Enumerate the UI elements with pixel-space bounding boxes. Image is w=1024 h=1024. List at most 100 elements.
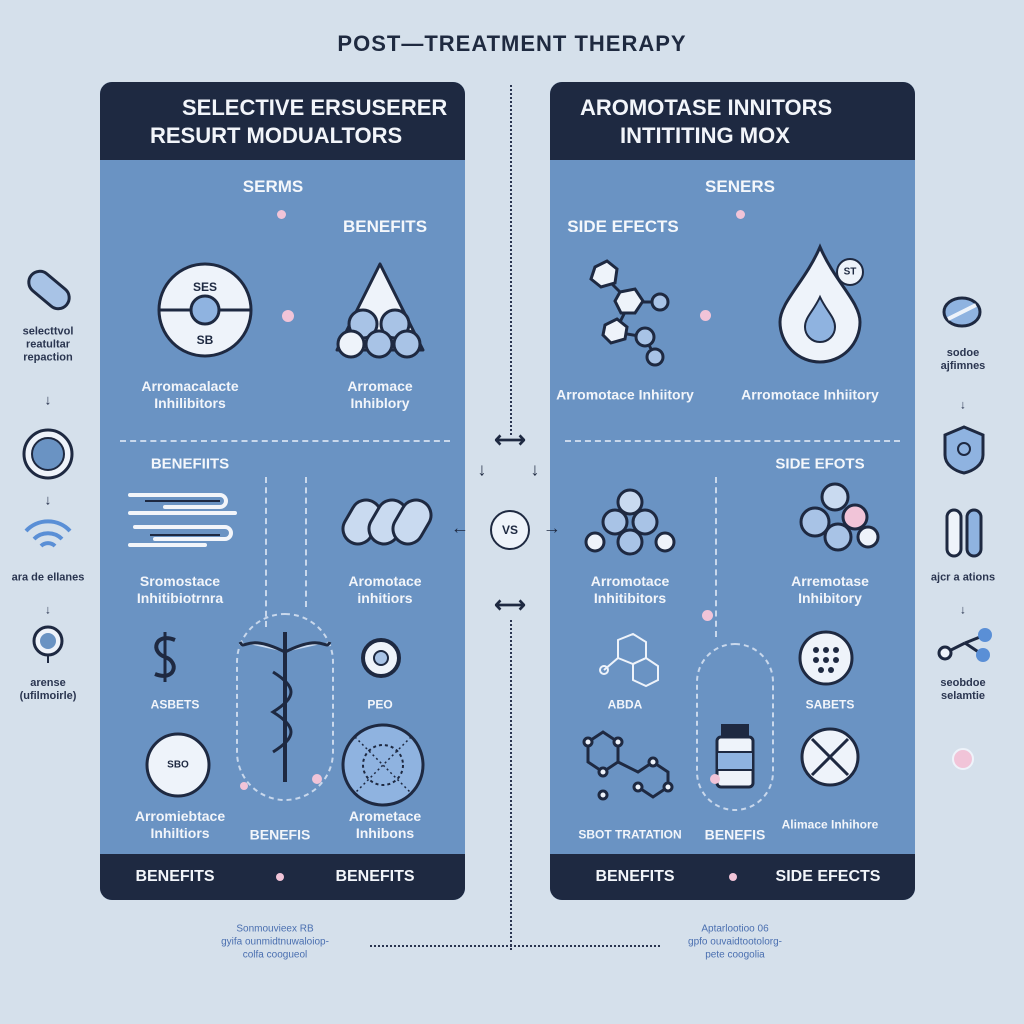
label: BENEFIS: [249, 826, 311, 843]
section-benefits-mid: BENEFIITS: [150, 455, 230, 473]
label: SBOT TRATATION: [578, 827, 682, 842]
decor-dot: [952, 748, 974, 770]
note-line: gyifa ounmidtnuwaloiop-: [221, 936, 329, 948]
label: ASBETS: [150, 697, 200, 712]
side-label: seobdoe selamtie: [940, 677, 986, 702]
note-line: pete coogolia: [705, 949, 765, 961]
header-line-1: AROMOTASE INNITORS: [580, 95, 833, 120]
footer-label-2: SIDE EFECTS: [775, 868, 881, 885]
note-line: colfa coogueol: [242, 949, 308, 961]
aromatase-panel: AROMOTASE INNITORS INTITITING MOX BENEFI…: [550, 82, 915, 900]
pills-icon: [341, 498, 433, 546]
arrow-down-icon: ↓: [530, 459, 540, 480]
label: Arromotace Inhiitory: [741, 386, 879, 403]
section-side-effects: SIDE EFECTS: [567, 217, 679, 236]
decor-dot: [282, 310, 294, 322]
shield-icon: [943, 425, 985, 475]
disc-text-top: SES: [192, 280, 218, 294]
bottom-note-left: Sonmouvieex RB gyifa ounmidtnuwaloiop- c…: [221, 923, 329, 962]
label: Arromace Inhiblory: [347, 378, 413, 411]
note-line: Sonmouvieex RB: [236, 923, 314, 935]
caduceus-frame: [236, 613, 334, 801]
section-side-effects-mid: SIDE EFOTS: [775, 455, 865, 473]
panel-footer: BENEFITS SIDE EFECTS: [550, 854, 915, 900]
label: Sromostace Inhitibiotrnra: [136, 573, 224, 606]
label: Arromotace Inhitibitors: [590, 573, 670, 606]
hex-molecule-icon: [599, 632, 659, 688]
side-label: arense (ufilmoirle): [19, 677, 77, 702]
label: ABDA: [607, 697, 643, 712]
dollar-snake-icon: [154, 632, 176, 682]
capsule-icon: [27, 269, 71, 311]
drop-pills-icon: [335, 262, 425, 359]
section-benefits: BENEFITS: [342, 217, 428, 236]
serms-panel: SELECTIVE ERSUSERER RESURT MODUALTORS BE…: [100, 82, 465, 900]
arrow-left-icon: ←: [451, 517, 469, 538]
drop-badge-text: ST: [843, 266, 857, 278]
bottom-connector: [370, 945, 660, 947]
center-divider-lower: [510, 620, 512, 950]
note-line: Aptarlootioo 06: [701, 923, 769, 935]
decor-dot: [277, 210, 286, 219]
arrow-down-icon: ↓: [44, 491, 52, 508]
double-arrow-icon: ⟷: [494, 592, 526, 617]
section-divider: [565, 440, 900, 442]
bottom-note-right: Aptarlootioo 06 gpfo ouvaidtootolorg- pe…: [688, 923, 782, 962]
header-line-1: SELECTIVE ERSUSERER: [182, 95, 448, 120]
section-serms: SERMS: [242, 177, 304, 196]
center-divider: [510, 85, 512, 435]
ring-icon: [32, 625, 64, 663]
cluster-pink-icon: [799, 482, 880, 552]
dotted-disc-icon: [798, 630, 854, 686]
label: SABETS: [805, 697, 855, 712]
label: Arromacalacte Inhilibitors: [141, 378, 239, 411]
lines-icon: [128, 493, 237, 547]
arrow-down-icon: ↓: [960, 602, 966, 617]
ring-pill-icon: [361, 638, 401, 678]
section-seners: SENERS: [705, 177, 775, 196]
note-line: gpfo ouvaidtootolorg-: [688, 936, 782, 948]
label: Aromotace inhitiors: [348, 573, 422, 606]
vs-badge: VS: [490, 510, 530, 550]
label: Alimace Inhihore: [781, 817, 879, 832]
label: Arromotace Inhiitory: [556, 386, 694, 403]
wifi-icon: [24, 519, 72, 548]
header-line-2: INTITITING MOX: [620, 123, 790, 148]
footer-label-1: BENEFITS: [595, 868, 675, 885]
arrow-right-icon: →: [543, 517, 561, 538]
side-label: ajcr a ations: [930, 571, 996, 584]
panel-header: SELECTIVE ERSUSERER RESURT MODUALTORS: [100, 82, 465, 160]
disc-text-bottom: SB: [196, 333, 214, 347]
arrow-down-icon: ↓: [477, 459, 487, 480]
page-title: POST—TREATMENT THERAPY: [337, 31, 687, 56]
decor-dot: [312, 774, 322, 784]
double-arrow-icon: ⟷: [494, 427, 526, 452]
tablet-icon: [145, 732, 211, 798]
connector: [305, 477, 307, 607]
side-label: sodoe ajfimnes: [940, 347, 986, 372]
label: PEO: [367, 697, 393, 712]
label: Arromiebtace Inhiltiors: [134, 808, 226, 841]
panel-footer: BENEFITS BENEFITS: [100, 854, 465, 900]
label: Arremotase Inhibitory: [791, 573, 869, 606]
arrow-down-icon: ↓: [45, 602, 51, 617]
drop-icon: [778, 243, 864, 364]
decor-dot: [240, 782, 248, 790]
chain-molecule-icon: [582, 730, 674, 801]
cell-icon: [341, 723, 425, 807]
x-circle-icon: [800, 727, 860, 787]
decor-dot: [700, 310, 711, 321]
gauge-icon: [22, 428, 74, 480]
label: Arometace Inhibons: [348, 808, 422, 841]
bottle-frame: [696, 643, 774, 811]
tablet-text: SBO: [167, 759, 189, 771]
decor-dot: [736, 210, 745, 219]
footer-label-1: BENEFITS: [135, 868, 215, 885]
connector: [715, 477, 717, 637]
footer-label-2: BENEFITS: [335, 868, 415, 885]
decor-dot: [710, 774, 720, 784]
capsules-icon: [945, 508, 983, 558]
cluster-icon: [584, 488, 676, 556]
molecule-icon: [589, 259, 670, 367]
decor-dot: [702, 610, 713, 621]
